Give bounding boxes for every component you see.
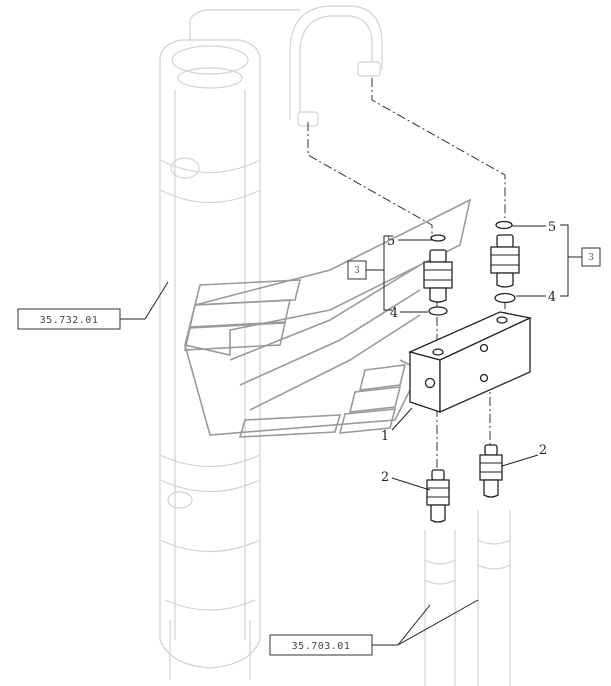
callout-5-left: 5 [387, 234, 395, 249]
background-cylinder [159, 39, 261, 680]
leader-lines [391, 225, 546, 491]
valve-block [408, 311, 533, 414]
seal-5-right [495, 220, 513, 230]
sensor-lower-right [479, 444, 503, 498]
reference-left-text: 35.732.01 [40, 315, 99, 326]
callout-2-right: 2 [539, 443, 547, 458]
callout-4-right: 4 [548, 290, 556, 305]
seal-5-left [430, 234, 446, 242]
callout-4-left: 4 [390, 306, 398, 321]
kit-bracket-left: 3 [347, 235, 392, 311]
callout-2-left: 2 [381, 470, 389, 485]
kit-bracket-right: 3 [560, 224, 601, 297]
union-upper-left [423, 249, 453, 303]
union-upper-right [490, 234, 520, 288]
kit-right-label: 3 [588, 253, 594, 263]
background-lower-hoses [424, 510, 511, 686]
reference-bottom[interactable]: 35.703.01 [269, 599, 479, 656]
background-hose [189, 5, 383, 127]
reference-bottom-text: 35.703.01 [292, 641, 351, 652]
callout-1-block: 1 [381, 429, 389, 444]
reference-left[interactable]: 35.732.01 [17, 281, 169, 330]
bracket-outline [183, 198, 472, 438]
sensor-lower-left [426, 469, 450, 523]
callout-5-right: 5 [548, 220, 556, 235]
kit-left-label: 3 [354, 266, 360, 276]
seal-4-right [494, 292, 516, 304]
seal-4-left [428, 306, 448, 316]
